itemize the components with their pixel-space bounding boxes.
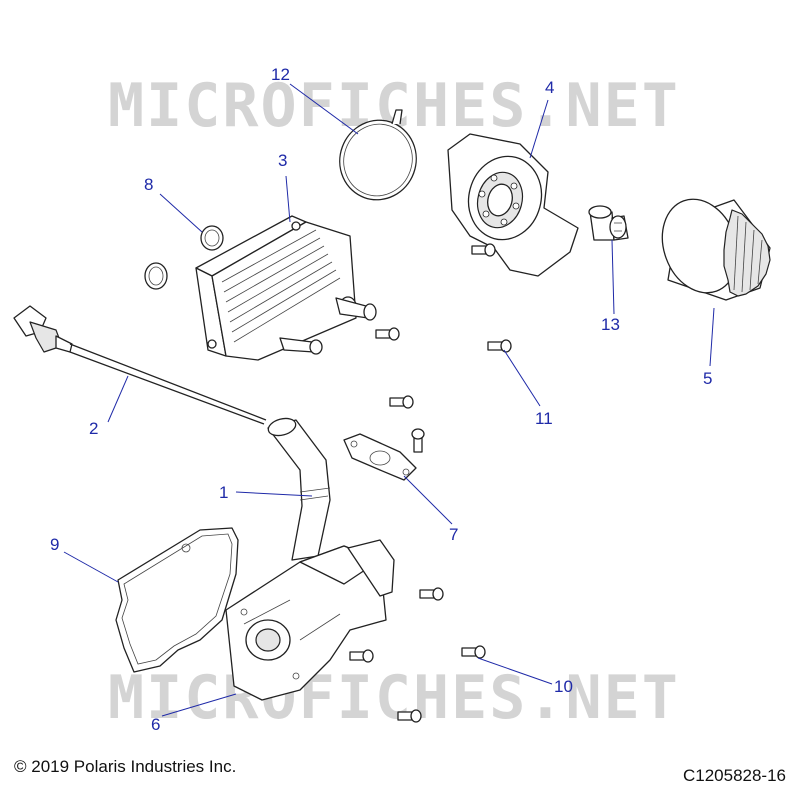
callout-8: 8 <box>144 175 153 194</box>
part-13-center-bolt <box>588 205 629 241</box>
callout-10: 10 <box>554 677 573 696</box>
part-7-gasket <box>343 433 417 481</box>
callout-6: 6 <box>151 715 160 734</box>
callout-7: 7 <box>449 525 458 544</box>
part-2-dipstick <box>13 305 267 425</box>
bolts <box>349 243 512 723</box>
part-12-o-ring <box>339 109 417 201</box>
part-4-filter-adapter <box>447 133 579 277</box>
part-1-hose <box>267 417 331 561</box>
bolt <box>397 709 422 723</box>
part-3-oil-cooler <box>195 215 377 361</box>
watermark-bottom: MICROFICHES.NET <box>108 663 680 733</box>
bolt <box>375 327 400 341</box>
copyright-notice: © 2019 Polaris Industries Inc. <box>14 757 237 776</box>
bolt <box>471 243 496 257</box>
bolt <box>349 649 374 663</box>
bolt <box>487 339 512 353</box>
callout-13: 13 <box>601 315 620 334</box>
bolt <box>419 587 444 601</box>
callout-5: 5 <box>703 369 712 388</box>
callout-1: 1 <box>219 483 228 502</box>
callout-3: 3 <box>278 151 287 170</box>
part-9-cover-gasket <box>115 527 239 673</box>
callout-11: 11 <box>535 409 553 428</box>
part-6-outlet-housing <box>225 539 395 701</box>
drawing-number: C1205828-16 <box>682 766 786 785</box>
part-8-o-rings <box>144 225 224 290</box>
leader-lines <box>63 83 715 717</box>
bolt <box>411 428 425 453</box>
callout-9: 9 <box>50 535 59 554</box>
bolt <box>389 395 414 409</box>
bolt <box>461 645 486 659</box>
callout-4: 4 <box>545 78 554 97</box>
part-5-oil-filter <box>661 198 771 301</box>
callout-2: 2 <box>89 419 98 438</box>
callout-12: 12 <box>271 65 290 84</box>
